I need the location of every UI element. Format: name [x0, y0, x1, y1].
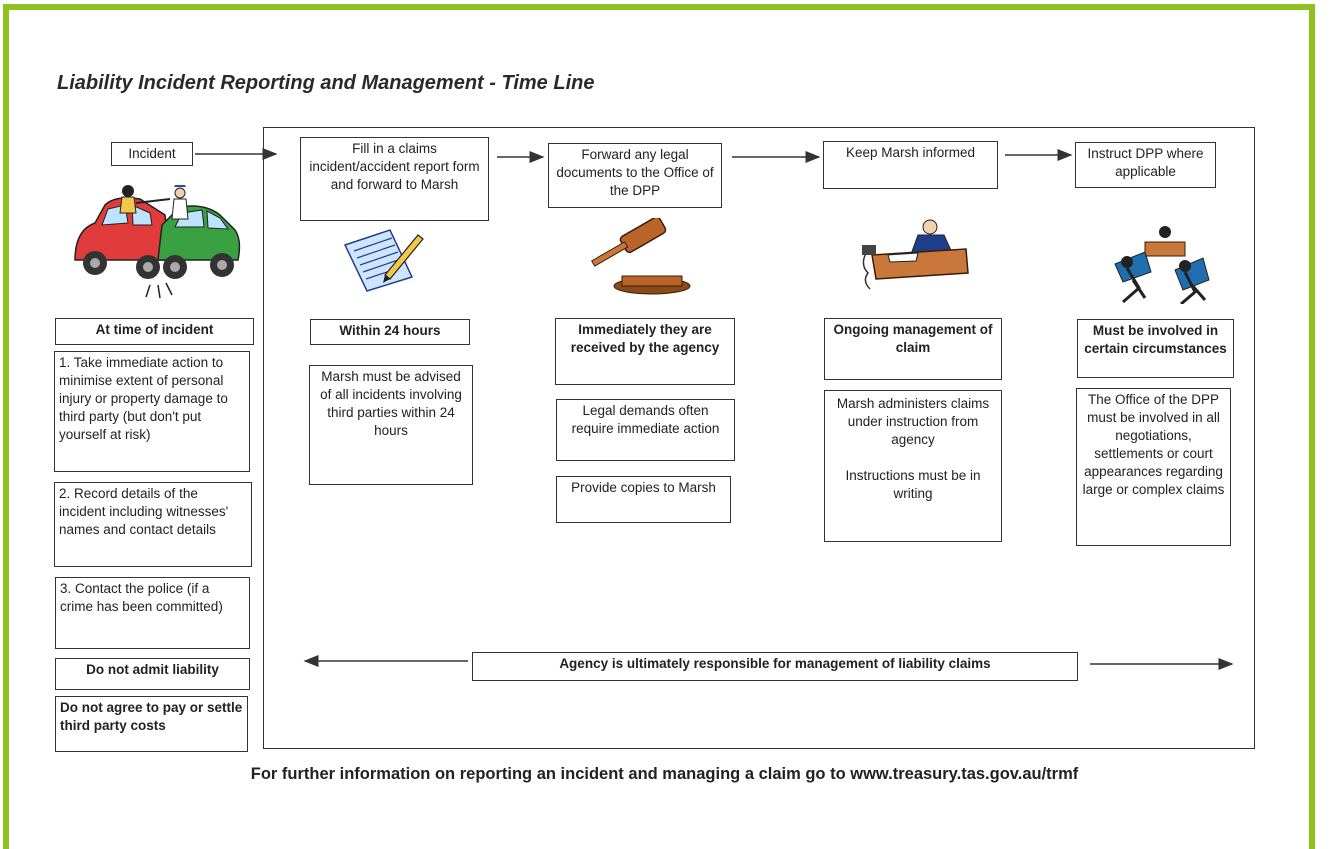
step-3-notes: Marsh administers claims under instructi… [824, 390, 1002, 542]
desk-worker-icon [862, 219, 969, 290]
step-2-note-1: Legal demands often require immediate ac… [556, 399, 735, 461]
step-1-note-1: Marsh must be advised of all incidents i… [309, 365, 473, 485]
step-3-timing: Ongoing management of claim [824, 318, 1002, 380]
step-1-action: Fill in a claims incident/accident repor… [300, 137, 489, 221]
step-2-action: Forward any legal documents to the Offic… [548, 143, 722, 208]
gavel-icon [591, 218, 691, 295]
courtroom-icon [1114, 226, 1210, 304]
left-step-2: 2. Record details of the incident includ… [54, 482, 252, 567]
timeline-panel [263, 127, 1255, 749]
step-4-timing: Must be involved in certain circumstance… [1077, 319, 1234, 378]
step-4-action: Instruct DPP where applicable [1075, 142, 1216, 188]
step-2-timing: Immediately they are received by the age… [555, 318, 735, 385]
step-2-note-2: Provide copies to Marsh [556, 476, 731, 523]
step-3-action: Keep Marsh informed [823, 141, 998, 189]
step-3-note-1: Marsh administers claims under instructi… [836, 396, 990, 447]
car-crash-icon [74, 185, 241, 299]
do-not-admit-liability: Do not admit liability [55, 658, 250, 690]
step-4-note-1: The Office of the DPP must be involved i… [1076, 388, 1231, 546]
page-title: Liability Incident Reporting and Managem… [57, 72, 595, 94]
form-pen-icon [343, 229, 424, 292]
step-1-timing: Within 24 hours [310, 319, 470, 345]
responsibility-banner: Agency is ultimately responsible for man… [472, 652, 1078, 681]
step-3-note-2: Instructions must be in writing [845, 468, 981, 501]
left-step-1: 1. Take immediate action to minimise ext… [54, 351, 250, 472]
left-step-3: 3. Contact the police (if a crime has be… [55, 577, 250, 649]
page-frame [3, 4, 1315, 849]
left-header: At time of incident [55, 318, 254, 345]
incident-box: Incident [111, 142, 193, 166]
do-not-agree-to-pay: Do not agree to pay or settle third part… [55, 696, 248, 752]
footer-info: For further information on reporting an … [250, 765, 1079, 783]
